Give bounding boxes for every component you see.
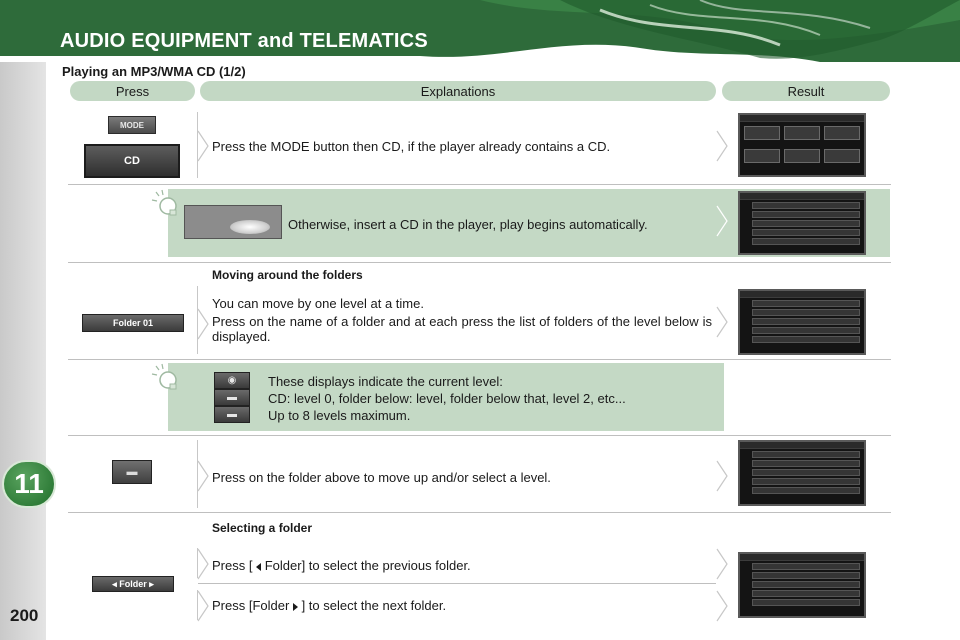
heading-moving-folders: Moving around the folders — [212, 268, 363, 282]
chapter-title: AUDIO EQUIPMENT and TELEMATICS — [60, 30, 428, 52]
right-arrow-icon — [292, 602, 298, 611]
result-screen-folder-list — [738, 289, 866, 355]
divider-line — [197, 286, 198, 354]
prev-folder-text-end: Folder] to select the previous folder. — [264, 558, 471, 573]
folder-01-button-image: Folder 01 — [82, 314, 184, 332]
row-separator — [68, 359, 891, 360]
divider-line — [197, 548, 198, 578]
row-folder-above-text: Press on the folder above to move up and… — [212, 470, 551, 485]
chapter-badge: 11 — [2, 460, 56, 508]
row-insert-cd-text: Otherwise, insert a CD in the player, pl… — [288, 217, 648, 232]
column-header-result: Result — [722, 81, 890, 101]
row-separator — [68, 435, 891, 436]
chevron-icon — [197, 548, 209, 580]
divider-line — [197, 590, 198, 620]
row-press-folder-name-text: Press on the name of a folder and at eac… — [212, 314, 712, 344]
column-header-explanations: Explanations — [200, 81, 716, 101]
top-banner: AUDIO EQUIPMENT and TELEMATICS — [0, 0, 960, 62]
column-header-press: Press — [70, 81, 195, 101]
levels-line-2: CD: level 0, folder below: level, folder… — [268, 391, 626, 406]
levels-line-1: These displays indicate the current leve… — [268, 374, 503, 389]
lightbulb-icon — [150, 188, 180, 218]
row-next-folder-text: Press [Folder ] to select the next folde… — [212, 598, 712, 613]
folder-up-button-image: ▬ — [112, 460, 152, 484]
result-screen-folder-list — [738, 191, 866, 255]
levels-line-3: Up to 8 levels maximum. — [268, 408, 411, 423]
section-title: Playing an MP3/WMA CD (1/2) — [62, 64, 246, 79]
chevron-icon — [716, 460, 728, 492]
chevron-icon — [716, 590, 728, 622]
prev-folder-text-start: Press [ — [212, 558, 253, 573]
left-margin-strip — [0, 62, 46, 640]
divider-line — [197, 440, 198, 508]
result-screen-folder-list — [738, 440, 866, 506]
folder-level-icon: ▬ — [214, 406, 250, 423]
row-prev-folder-text: Press [ Folder] to select the previous f… — [212, 558, 712, 573]
heading-selecting-folder: Selecting a folder — [212, 521, 313, 535]
chevron-icon — [197, 460, 209, 492]
banner-leaf-graphic — [0, 0, 960, 62]
next-folder-text-end: ] to select the next folder. — [301, 598, 447, 613]
result-screen-cd-mode — [738, 113, 866, 177]
chevron-icon — [197, 308, 209, 340]
info-panel-levels — [168, 363, 724, 431]
cd-disc-icon — [230, 220, 270, 234]
lightbulb-icon — [150, 362, 180, 392]
folder-nav-button-image: ◂ Folder ▸ — [92, 576, 174, 592]
mode-button-image: MODE — [108, 116, 156, 134]
row-separator — [68, 262, 891, 263]
chevron-icon — [716, 130, 728, 162]
folder-level-icon: ▬ — [214, 389, 250, 406]
next-folder-text-start: Press [Folder — [212, 598, 290, 613]
cd-button-image: CD — [84, 144, 180, 178]
row-separator — [68, 512, 891, 513]
row-separator — [198, 583, 716, 584]
row-mode-cd-text: Press the MODE button then CD, if the pl… — [212, 139, 611, 154]
divider-line — [197, 112, 198, 178]
chevron-icon — [197, 130, 209, 162]
result-screen-folder-list — [738, 552, 866, 618]
chevron-icon — [716, 548, 728, 580]
chevron-icon — [716, 306, 728, 338]
chevron-icon — [716, 205, 728, 237]
chevron-icon — [197, 590, 209, 622]
cd-level-icon: ◉ — [214, 372, 250, 389]
row-one-level-text: You can move by one level at a time. — [212, 296, 424, 311]
left-arrow-icon — [256, 562, 262, 571]
page-number: 200 — [10, 606, 39, 625]
row-separator — [68, 184, 891, 185]
